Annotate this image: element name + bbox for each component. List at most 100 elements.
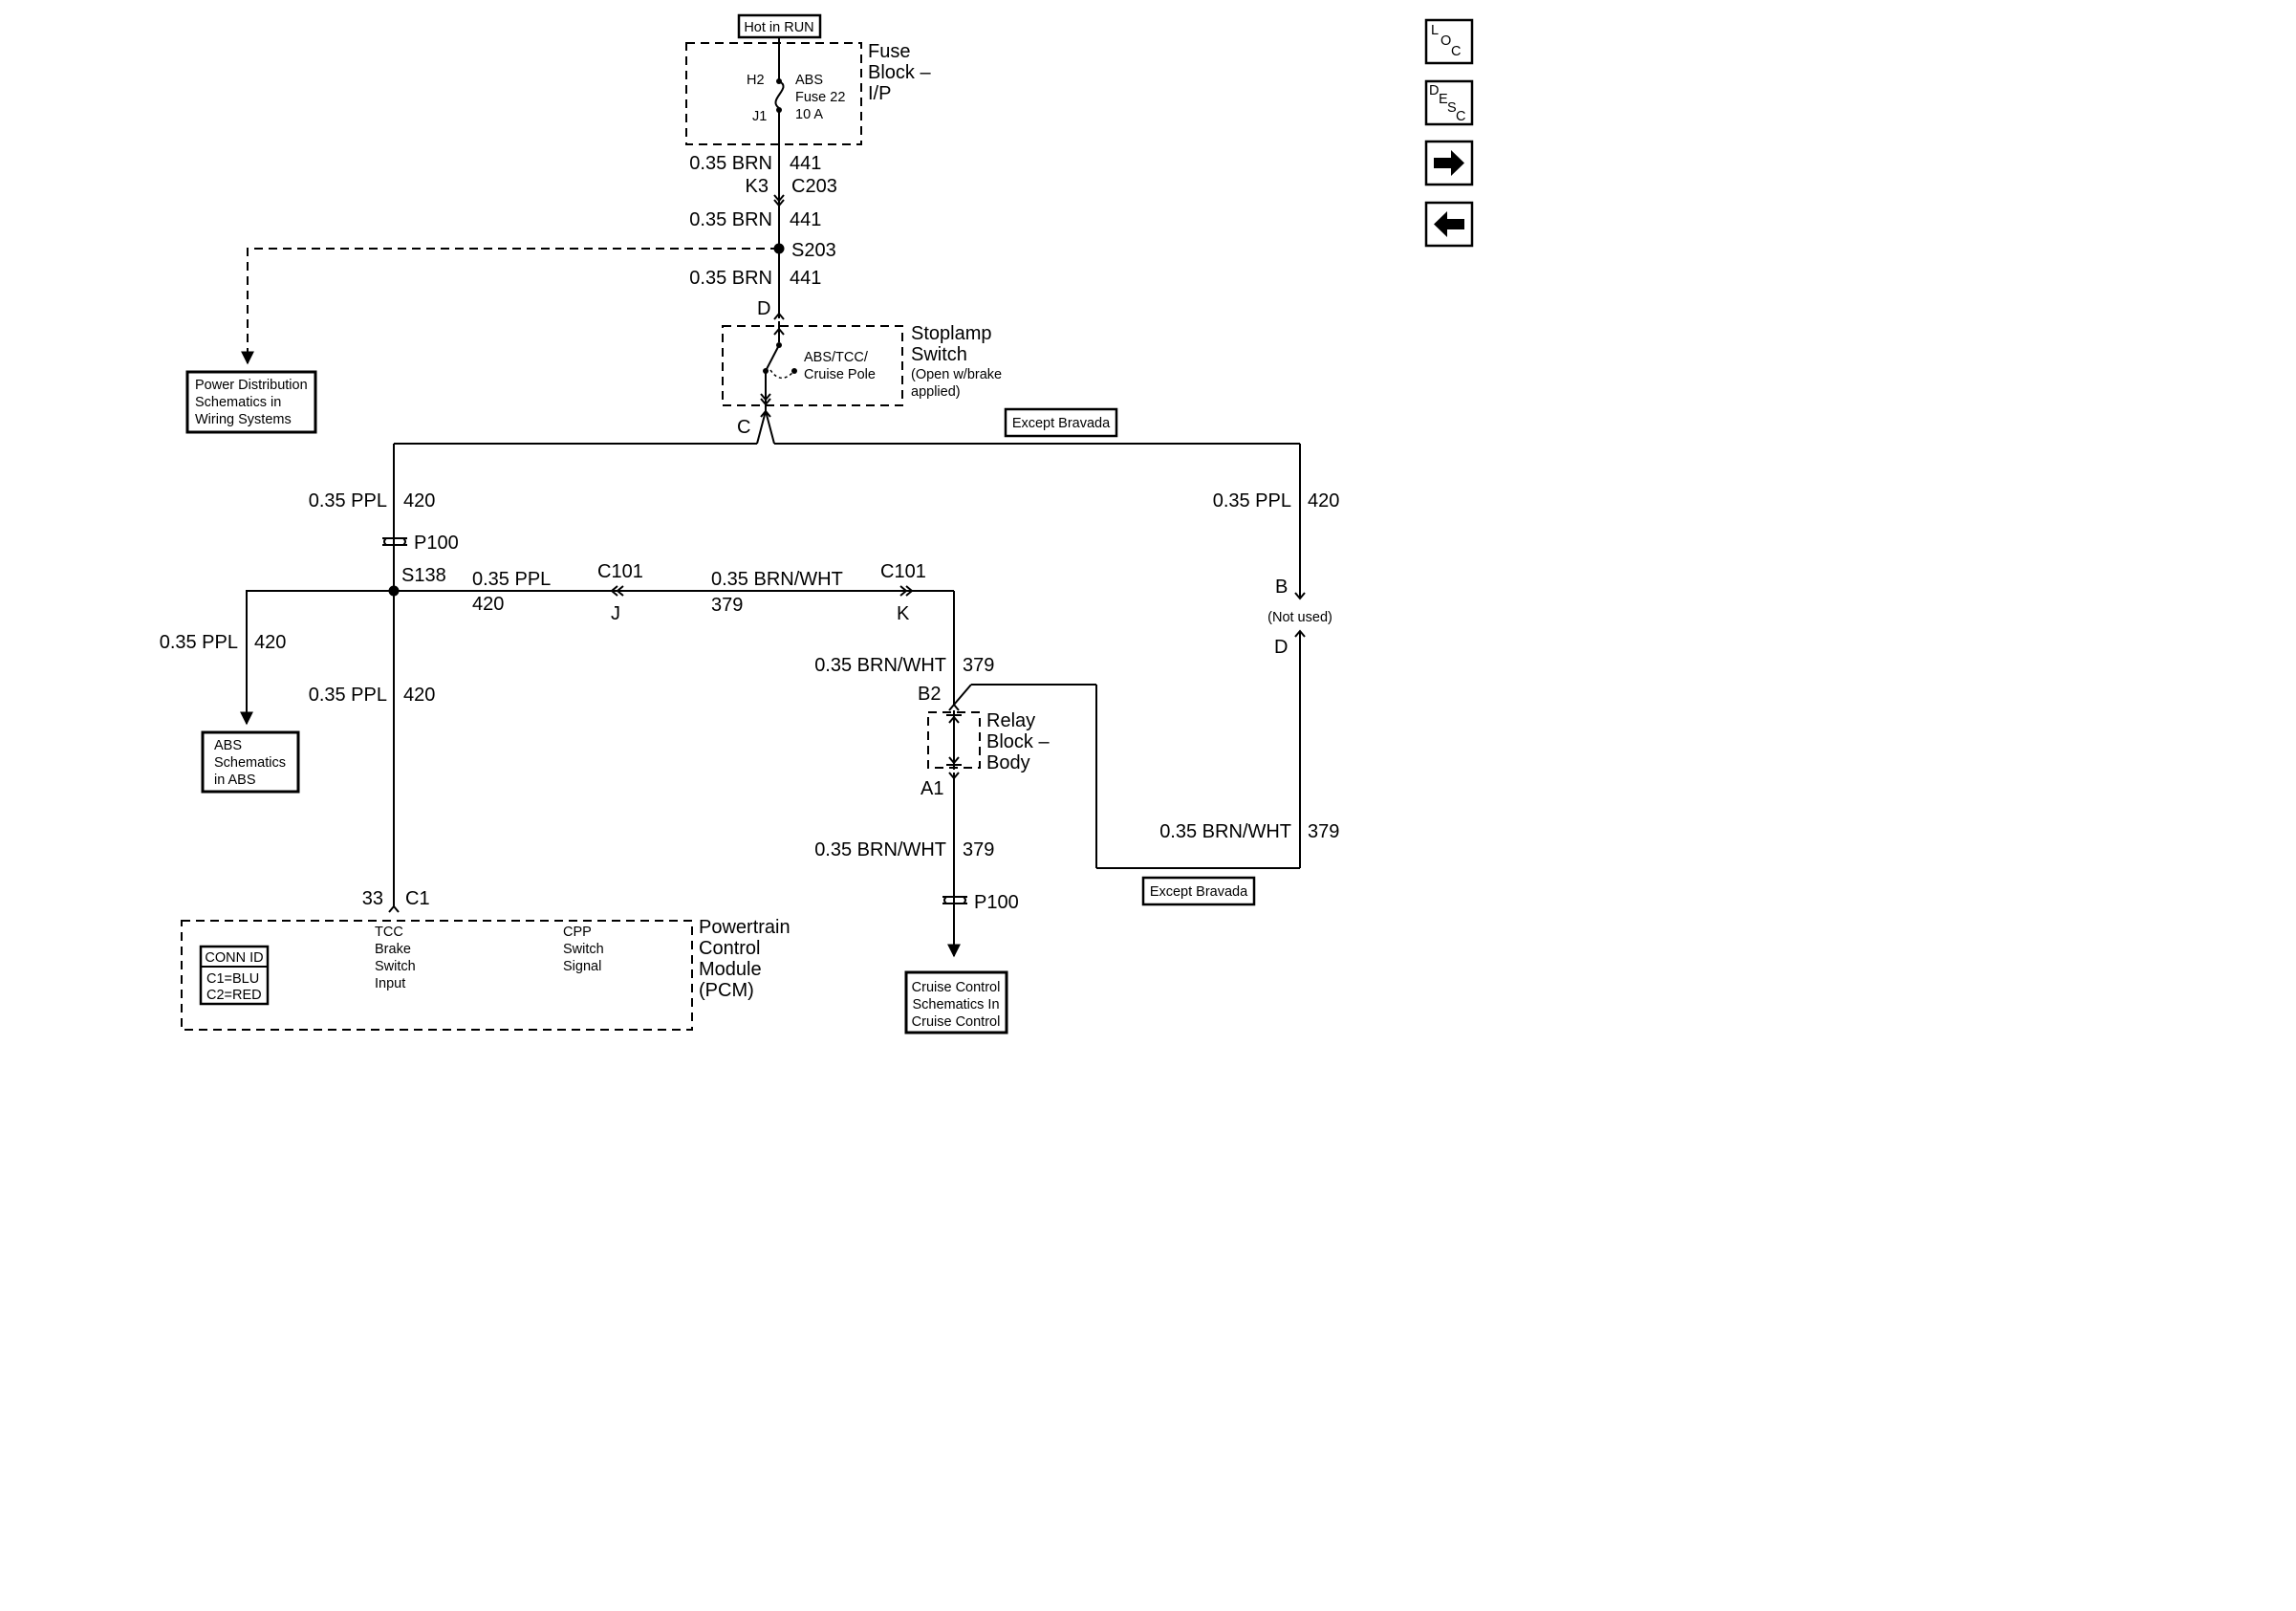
wire-label: 0.35 BRN — [689, 268, 772, 289]
svg-text:ABS: ABS — [214, 738, 242, 753]
svg-text:Stoplamp: Stoplamp — [911, 323, 992, 344]
svg-text:Schematics: Schematics — [214, 755, 286, 771]
svg-text:Fuse 22: Fuse 22 — [795, 90, 845, 105]
description-button[interactable]: D E S C — [1424, 79, 1474, 126]
not-used-label: (Not used) — [1267, 610, 1332, 625]
svg-text:Block –: Block – — [986, 731, 1050, 752]
connector-pin: K3 — [746, 176, 769, 197]
pcm-connector-id: C1 — [405, 888, 430, 909]
svg-text:TCC: TCC — [375, 925, 403, 940]
svg-text:(Open w/brake: (Open w/brake — [911, 367, 1002, 382]
svg-text:Except Bravada: Except Bravada — [1012, 416, 1111, 431]
fuse-symbol — [774, 78, 785, 113]
next-page-button[interactable] — [1424, 140, 1474, 186]
svg-text:Cruise Control: Cruise Control — [912, 1014, 1001, 1030]
svg-text:C: C — [1451, 44, 1461, 59]
except-bravada-label: Except Bravada — [1004, 407, 1118, 438]
connector-pin: B — [1275, 577, 1288, 598]
svg-text:L: L — [1431, 23, 1439, 38]
connector-id-table: CONN ID C1=BLU C2=RED — [199, 945, 270, 1006]
hot-in-run-label: Hot in RUN — [737, 13, 822, 39]
fuse-pin-j1: J1 — [752, 109, 767, 124]
stoplamp-pin-d: D — [757, 298, 770, 319]
wire-label: 0.35 PPL — [309, 490, 387, 512]
wire-label: 0.35 PPL — [1213, 490, 1291, 512]
wire-label: 0.35 PPL — [472, 569, 551, 590]
relay-pin-b2: B2 — [918, 684, 941, 705]
connector-c203 — [773, 194, 785, 207]
wire-label: 0.35 BRN/WHT — [814, 839, 946, 860]
svg-text:C: C — [1456, 109, 1465, 124]
svg-text:Schematics In: Schematics In — [912, 997, 999, 1012]
pcm-title: Powertrain Control Module (PCM) — [699, 917, 791, 1001]
splice-label: S203 — [791, 240, 836, 261]
svg-text:Body: Body — [986, 752, 1030, 773]
abs-reference[interactable]: ABS Schematics in ABS — [201, 730, 300, 794]
svg-text:Fuse: Fuse — [868, 41, 910, 62]
wire-label: 0.35 BRN/WHT — [814, 655, 946, 676]
power-distribution-reference[interactable]: Power Distribution Schematics in Wiring … — [185, 370, 317, 434]
svg-text:Switch: Switch — [563, 942, 604, 957]
svg-text:C2=RED: C2=RED — [206, 988, 262, 1003]
wire-label: 0.35 BRN/WHT — [711, 569, 843, 590]
left-arrow-icon — [1434, 211, 1464, 237]
connector-pin: D — [1274, 637, 1288, 658]
svg-text:I/P: I/P — [868, 83, 891, 104]
wire-label: 0.35 BRN — [689, 153, 772, 174]
wire-circuit: 441 — [790, 153, 821, 174]
svg-text:Brake: Brake — [375, 942, 411, 957]
svg-text:Switch: Switch — [375, 959, 416, 974]
wire-circuit: 441 — [790, 209, 821, 230]
svg-text:CPP: CPP — [563, 925, 592, 940]
relay-block-jumper — [946, 710, 962, 770]
wire-circuit: 379 — [711, 595, 743, 616]
cpp-switch-signal-label: CPP Switch Signal — [563, 925, 604, 974]
stoplamp-switch-symbol — [760, 321, 797, 411]
except-bravada-label: Except Bravada — [1141, 876, 1256, 906]
connector-id: C101 — [597, 561, 643, 582]
svg-text:Block –: Block – — [868, 62, 931, 83]
svg-text:Cruise Control: Cruise Control — [912, 980, 1001, 995]
svg-text:Control: Control — [699, 938, 760, 959]
svg-text:Module: Module — [699, 959, 762, 980]
wire-circuit: 420 — [403, 685, 435, 706]
stoplamp-switch-outline — [722, 325, 903, 406]
wire-label: 0.35 BRN/WHT — [1159, 821, 1291, 842]
wiring-diagram: Hot in RUN Fuse Block – I/P H2 J1 ABS Fu… — [160, 13, 1474, 1034]
connector-pin: K — [897, 603, 910, 624]
svg-text:ABS/TCC/: ABS/TCC/ — [804, 350, 869, 365]
fuse-block-title: Fuse Block – I/P — [868, 41, 931, 104]
cruise-control-reference[interactable]: Cruise Control Schematics In Cruise Cont… — [904, 970, 1008, 1034]
connector-c101-k — [899, 585, 914, 597]
connector-id: C203 — [791, 176, 837, 197]
tcc-brake-switch-input-label: TCC Brake Switch Input — [375, 925, 416, 991]
relay-pin-a1: A1 — [921, 778, 943, 799]
svg-text:E: E — [1439, 92, 1448, 107]
svg-text:Input: Input — [375, 976, 405, 991]
wire-circuit: 379 — [963, 839, 994, 860]
location-button[interactable]: L O C — [1424, 18, 1474, 65]
svg-text:Cruise Pole: Cruise Pole — [804, 367, 876, 382]
svg-text:Switch: Switch — [911, 344, 967, 365]
connector-label: P100 — [974, 892, 1019, 913]
relay-block-title: Relay Block – Body — [986, 710, 1050, 773]
svg-text:O: O — [1440, 33, 1451, 49]
svg-text:Wiring Systems: Wiring Systems — [195, 412, 292, 427]
wire-circuit: 441 — [790, 268, 821, 289]
wire-circuit: 379 — [1308, 821, 1339, 842]
svg-text:Relay: Relay — [986, 710, 1035, 731]
stoplamp-switch-title: Stoplamp Switch (Open w/brake applied) — [911, 323, 1002, 400]
svg-text:CONN ID: CONN ID — [205, 950, 263, 966]
wire-circuit: 420 — [472, 594, 504, 615]
svg-text:Hot in RUN: Hot in RUN — [744, 20, 813, 35]
connector-label: P100 — [414, 533, 459, 554]
connector-p100-bottom — [942, 896, 967, 904]
wire-label: 0.35 PPL — [309, 685, 387, 706]
right-arrow-icon — [1434, 150, 1464, 176]
previous-page-button[interactable] — [1424, 201, 1474, 248]
svg-text:ABS: ABS — [795, 73, 823, 88]
splice-label: S138 — [401, 565, 446, 586]
connector-id: C101 — [880, 561, 926, 582]
connector-pin: J — [611, 603, 620, 624]
wire-label: 0.35 BRN — [689, 209, 772, 230]
